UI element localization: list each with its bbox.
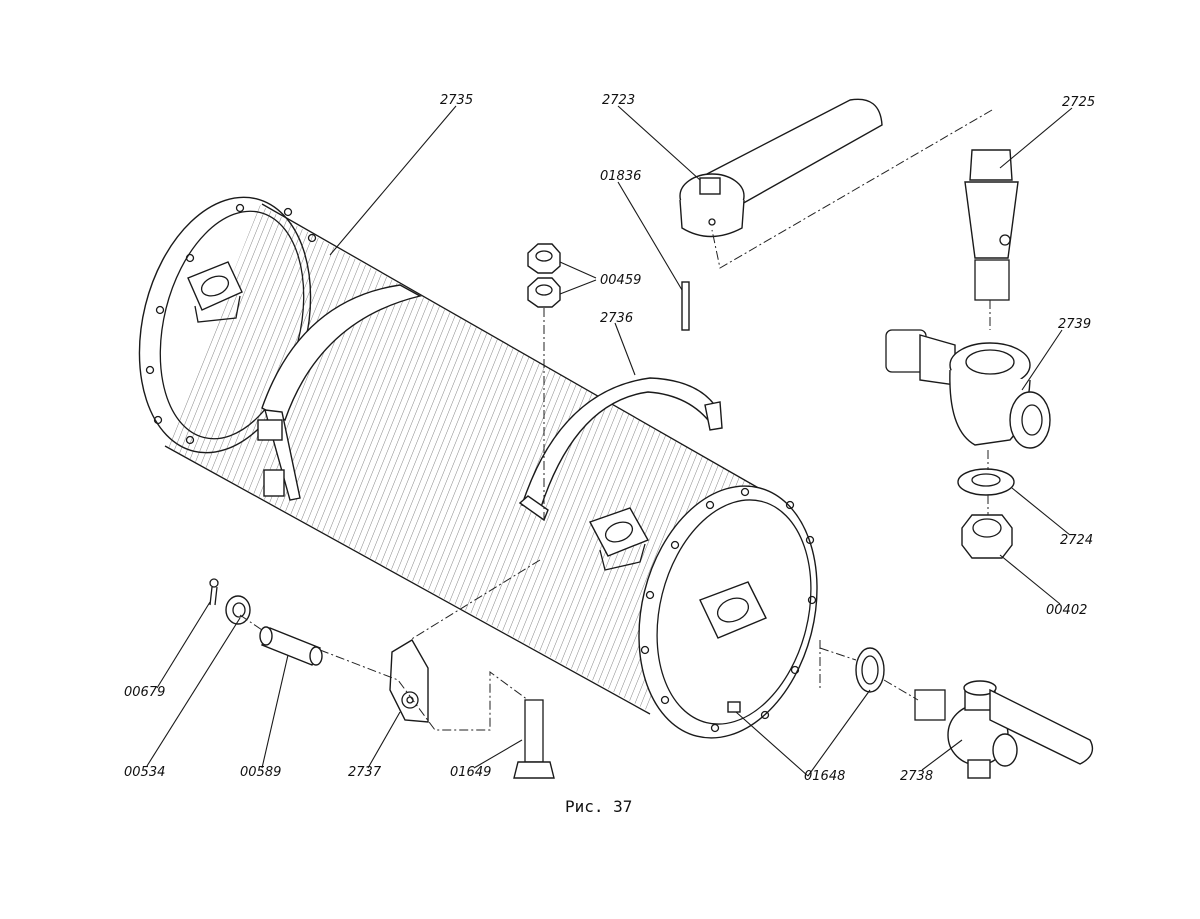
pin-01836 xyxy=(681,281,690,331)
callout-01649: 01649 xyxy=(450,765,491,780)
gasket-01648 xyxy=(855,647,885,693)
strap-2736 xyxy=(518,377,723,522)
callout-2736: 2736 xyxy=(600,311,633,326)
callout-01648: 01648 xyxy=(804,769,845,784)
callout-00534: 00534 xyxy=(124,765,165,780)
callout-2724: 2724 xyxy=(1060,533,1093,548)
valve-body-2739 xyxy=(885,329,1051,449)
callout-00679: 00679 xyxy=(124,685,165,700)
callout-2725: 2725 xyxy=(1062,95,1095,110)
callout-leaders xyxy=(146,105,1073,777)
washer-00534 xyxy=(225,595,251,625)
pin-00589 xyxy=(259,626,323,666)
wrench-handle-2723 xyxy=(679,98,883,238)
cotter-pin-00679 xyxy=(209,578,219,606)
nuts-00459 xyxy=(527,243,561,308)
drain-cock-2738 xyxy=(914,680,1094,779)
callout-2738: 2738 xyxy=(900,769,933,784)
rear-flange-bolts xyxy=(145,203,317,445)
tank-cylinder xyxy=(138,196,818,739)
rear-flange-port xyxy=(187,261,243,311)
callout-labels: 2735 2723 01836 2725 00459 2736 2739 272… xyxy=(124,93,1095,784)
callout-00589: 00589 xyxy=(240,765,281,780)
callout-01836: 01836 xyxy=(600,169,641,184)
callout-00402: 00402 xyxy=(1046,603,1087,618)
callout-2735: 2735 xyxy=(440,93,473,108)
callout-00459: 00459 xyxy=(600,273,641,288)
front-cap-port xyxy=(699,581,767,639)
callout-2723: 2723 xyxy=(602,93,635,108)
valve-plug-2725 xyxy=(964,149,1019,301)
washer-2724 xyxy=(957,468,1015,496)
figure-caption: Рис. 37 xyxy=(565,797,632,816)
strap-left xyxy=(257,284,422,501)
bolt-01649 xyxy=(513,699,555,779)
body-top-port xyxy=(589,507,650,557)
assembly-axis-lines xyxy=(239,109,993,731)
bracket-2737 xyxy=(389,639,429,723)
front-cap-bolts xyxy=(640,487,817,733)
callout-2737: 2737 xyxy=(348,765,382,780)
drain-nipple xyxy=(727,701,741,713)
nut-00402 xyxy=(961,514,1013,559)
callout-2739: 2739 xyxy=(1058,317,1091,332)
